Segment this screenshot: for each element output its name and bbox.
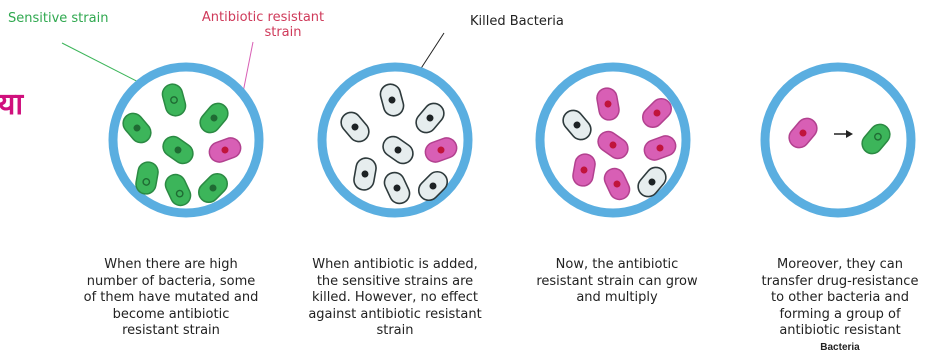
caption-step-2: When antibiotic is added, the sensitive … — [287, 257, 503, 340]
caption-line: resistant strain — [63, 323, 279, 340]
caption-step-4: Moreover, they can transfer drug-resista… — [732, 257, 946, 340]
caption-line: When antibiotic is added, — [287, 257, 503, 274]
caption-line: to other bacteria and — [732, 290, 946, 307]
petri-dish-3 — [540, 67, 686, 213]
caption-line: transfer drug-resistance — [732, 274, 946, 291]
petri-dish-1 — [113, 67, 259, 213]
caption-step-3: Now, the antibiotic resistant strain can… — [509, 257, 725, 307]
caption-line: the sensitive strains are — [287, 274, 503, 291]
caption-line: forming a group of — [732, 307, 946, 324]
caption-line: Moreover, they can — [732, 257, 946, 274]
caption-line: Now, the antibiotic — [509, 257, 725, 274]
petri-dish-2 — [322, 67, 468, 213]
caption-line: strain — [287, 323, 503, 340]
caption-step-1: When there are high number of bacteria, … — [63, 257, 279, 340]
bacteria-subcaption: Bacteria — [800, 342, 880, 353]
caption-line: become antibiotic — [63, 307, 279, 324]
caption-line: antibiotic resistant — [732, 323, 946, 340]
caption-line: resistant strain can grow — [509, 274, 725, 291]
caption-line: killed. However, no effect — [287, 290, 503, 307]
caption-line: of them have mutated and — [63, 290, 279, 307]
petri-dish-4 — [765, 67, 911, 213]
caption-line: and multiply — [509, 290, 725, 307]
caption-line: When there are high — [63, 257, 279, 274]
caption-line: against antibiotic resistant — [287, 307, 503, 324]
caption-line: number of bacteria, some — [63, 274, 279, 291]
